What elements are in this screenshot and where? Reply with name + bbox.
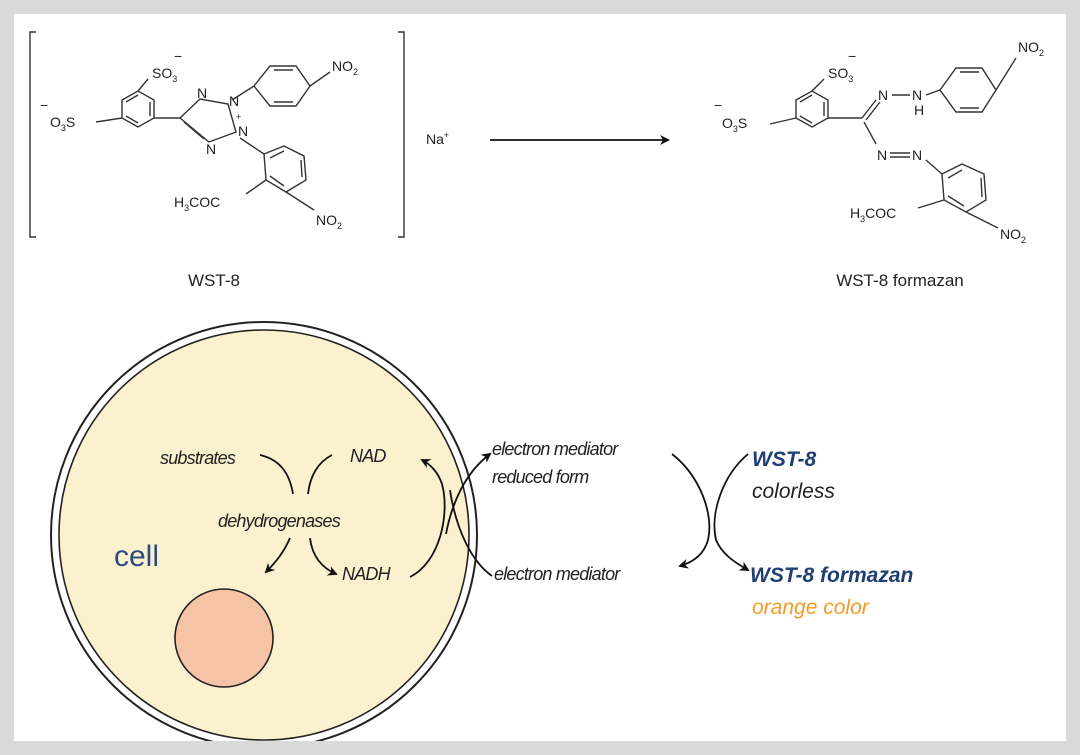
formazan-nh-n: N [912,87,922,103]
nad-label: NAD [350,446,386,466]
mediator-oxidation-arrow [671,453,711,569]
diagram-panel: SO3 − O3S − N N N N + NO2 H3COC NO2 Na+ … [14,14,1066,741]
wst8-reduction-arrow [713,453,750,571]
substrates-curve [259,454,294,495]
formazan-lower-ring [941,163,987,213]
wst8-result-label: WST-8 [752,448,816,471]
oxidized-mediator-label: electron mediator [494,564,621,584]
tetrazole-n4: N [206,141,216,157]
substrates-label: substrates [160,448,236,468]
reduced-mediator-line1: electron mediator [492,439,619,459]
dehydrogenases-label: dehydrogenases [218,511,341,531]
nad-curve [307,454,333,495]
wst8-structure: SO3 − O3S − N N N N + NO2 H3COC NO2 Na+ … [29,31,449,290]
reduced-mediator-line2: reduced form [492,467,589,487]
formazan-caption: WST-8 formazan [836,271,964,290]
nadh-arrow [309,537,338,576]
upper-nitrophenyl-ring [253,65,311,107]
tetrazole-plus: + [236,112,241,122]
orange-color-label: orange color [752,596,870,619]
products-arrow [264,537,291,574]
sodium-counterion: Na+ [426,130,449,147]
sulfonated-benzene-ring [121,90,155,128]
cell-label: cell [114,540,159,573]
lower-no2: NO2 [316,212,342,231]
tetrazolium-ring [178,98,237,143]
formazan-lower-no2: NO2 [1000,226,1026,245]
diagram-canvas: SO3 − O3S − N N N N + NO2 H3COC NO2 Na+ … [29,31,1044,741]
formazan-result-label: WST-8 formazan [750,564,913,587]
cell-diagram: cell substrates NAD dehydrogenases NADH [50,321,493,741]
formazan-o3s: O3S [722,115,747,134]
tetrazole-n2: N [229,93,239,109]
colorless-label: colorless [752,480,835,503]
right-bracket [398,31,405,238]
formazan-n1: N [878,87,888,103]
formazan-n4: N [912,147,922,163]
formazan-structure: SO3 − O3S − N N H NO2 N N H3COC NO2 WST-… [714,39,1044,290]
nadh-to-nad-arrow [409,459,446,578]
from-mediator-curve [449,489,493,577]
left-bracket [29,31,36,238]
to-reduced-mediator-arrow [445,452,492,535]
formazan-upper-no2: NO2 [1018,39,1044,58]
formazan-n3: N [877,147,887,163]
formazan-acetyl: H3COC [850,205,896,224]
cell-inner-membrane [58,329,470,741]
formazan-so3: SO3 [828,65,853,84]
formazan-so3-minus: − [848,48,856,64]
tetrazole-n1: N [197,85,207,101]
lower-nitrophenyl-ring [263,145,307,193]
so3-group: SO3 [152,65,177,84]
upper-no2: NO2 [332,58,358,77]
acetyl-group: H3COC [174,194,220,213]
cell-nucleus [174,588,274,688]
formazan-nh-h: H [914,102,924,118]
o3s-minus: − [40,97,48,113]
wst8-caption: WST-8 [188,271,240,290]
so3-minus: − [174,48,182,64]
formazan-o3s-minus: − [714,97,722,113]
tetrazole-n3: N [238,123,248,139]
formazan-upper-ring [939,67,997,113]
formazan-benzene-ring [795,90,829,128]
nadh-label: NADH [342,564,392,584]
o3s-group: O3S [50,114,75,133]
